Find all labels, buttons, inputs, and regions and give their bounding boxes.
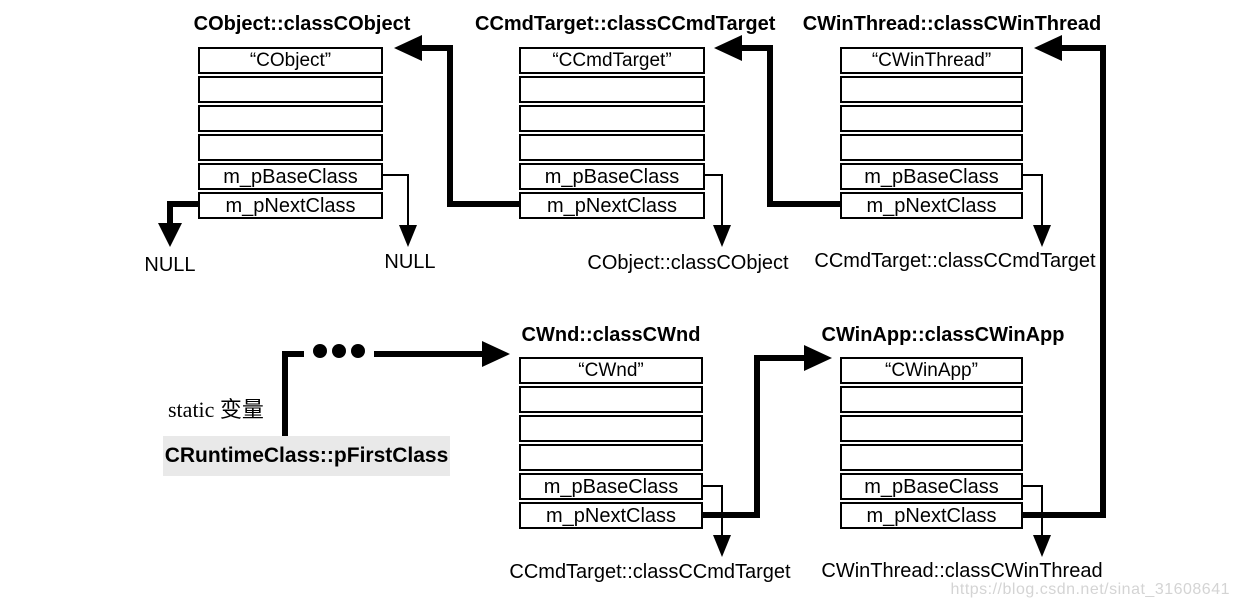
arrow-cwinthread-next-to-ccmdtarget <box>714 35 852 207</box>
target-label-cwinthread: CWinThread::classCWinThread <box>821 560 1103 582</box>
target-label-ccmdtarget-bottom: CCmdTarget::classCCmdTarget <box>509 561 791 583</box>
empty-cell <box>840 76 1023 103</box>
struct-box-cobject: “CObject” m_pBaseClass m_pNextClass <box>198 47 383 221</box>
struct-name-cell: “CWnd” <box>519 357 703 384</box>
next-class-cell: m_pNextClass <box>519 192 705 219</box>
next-class-cell: m_pNextClass <box>840 502 1023 529</box>
null-label-left: NULL <box>144 254 196 276</box>
struct-box-cwinthread: “CWinThread” m_pBaseClass m_pNextClass <box>840 47 1023 221</box>
struct-title-cwinthread: CWinThread::classCWinThread <box>802 13 1102 35</box>
empty-cell <box>840 105 1023 132</box>
empty-cell <box>198 134 383 161</box>
struct-box-cwnd: “CWnd” m_pBaseClass m_pNextClass <box>519 357 703 531</box>
empty-cell <box>840 134 1023 161</box>
struct-name-cell: “CCmdTarget” <box>519 47 705 74</box>
base-class-cell: m_pBaseClass <box>198 163 383 190</box>
struct-box-cwinapp: “CWinApp” m_pBaseClass m_pNextClass <box>840 357 1023 531</box>
arrow-ccmdtarget-next-to-cobject <box>394 35 528 207</box>
struct-box-ccmdtarget: “CCmdTarget” m_pBaseClass m_pNextClass <box>519 47 705 221</box>
struct-name-cell: “CWinThread” <box>840 47 1023 74</box>
base-class-cell: m_pBaseClass <box>840 473 1023 500</box>
watermark-text: https://blog.csdn.net/sinat_31608641 <box>950 581 1230 598</box>
arrow-cwinapp-next-to-cwinthread <box>1012 35 1106 518</box>
base-class-cell: m_pBaseClass <box>519 163 705 190</box>
struct-title-cwnd: CWnd::classCWnd <box>521 324 701 346</box>
empty-cell <box>519 76 705 103</box>
pfirstclass-box: CRuntimeClass::pFirstClass <box>163 436 450 476</box>
next-class-cell: m_pNextClass <box>840 192 1023 219</box>
empty-cell <box>519 415 703 442</box>
empty-cell <box>519 134 705 161</box>
next-class-cell: m_pNextClass <box>198 192 383 219</box>
arrow-pfirstclass-to-cwnd <box>282 341 510 436</box>
empty-cell <box>519 386 703 413</box>
arrow-cwnd-next-to-cwinapp <box>690 345 832 518</box>
struct-name-cell: “CObject” <box>198 47 383 74</box>
empty-cell <box>519 444 703 471</box>
struct-title-ccmdtarget: CCmdTarget::classCCmdTarget <box>475 13 776 35</box>
struct-title-cwinapp: CWinApp::classCWinApp <box>821 324 1065 346</box>
empty-cell <box>198 76 383 103</box>
empty-cell <box>198 105 383 132</box>
target-label-cobject: CObject::classCObject <box>587 252 789 274</box>
empty-cell <box>840 444 1023 471</box>
static-variable-label: static 变量 <box>168 397 264 422</box>
empty-cell <box>519 105 705 132</box>
base-class-cell: m_pBaseClass <box>519 473 703 500</box>
next-class-cell: m_pNextClass <box>519 502 703 529</box>
target-label-ccmdtarget-top: CCmdTarget::classCCmdTarget <box>814 250 1096 272</box>
base-class-cell: m_pBaseClass <box>840 163 1023 190</box>
struct-title-cobject: CObject::classCObject <box>193 13 411 35</box>
null-label-right: NULL <box>384 251 436 273</box>
empty-cell <box>840 386 1023 413</box>
struct-name-cell: “CWinApp” <box>840 357 1023 384</box>
empty-cell <box>840 415 1023 442</box>
